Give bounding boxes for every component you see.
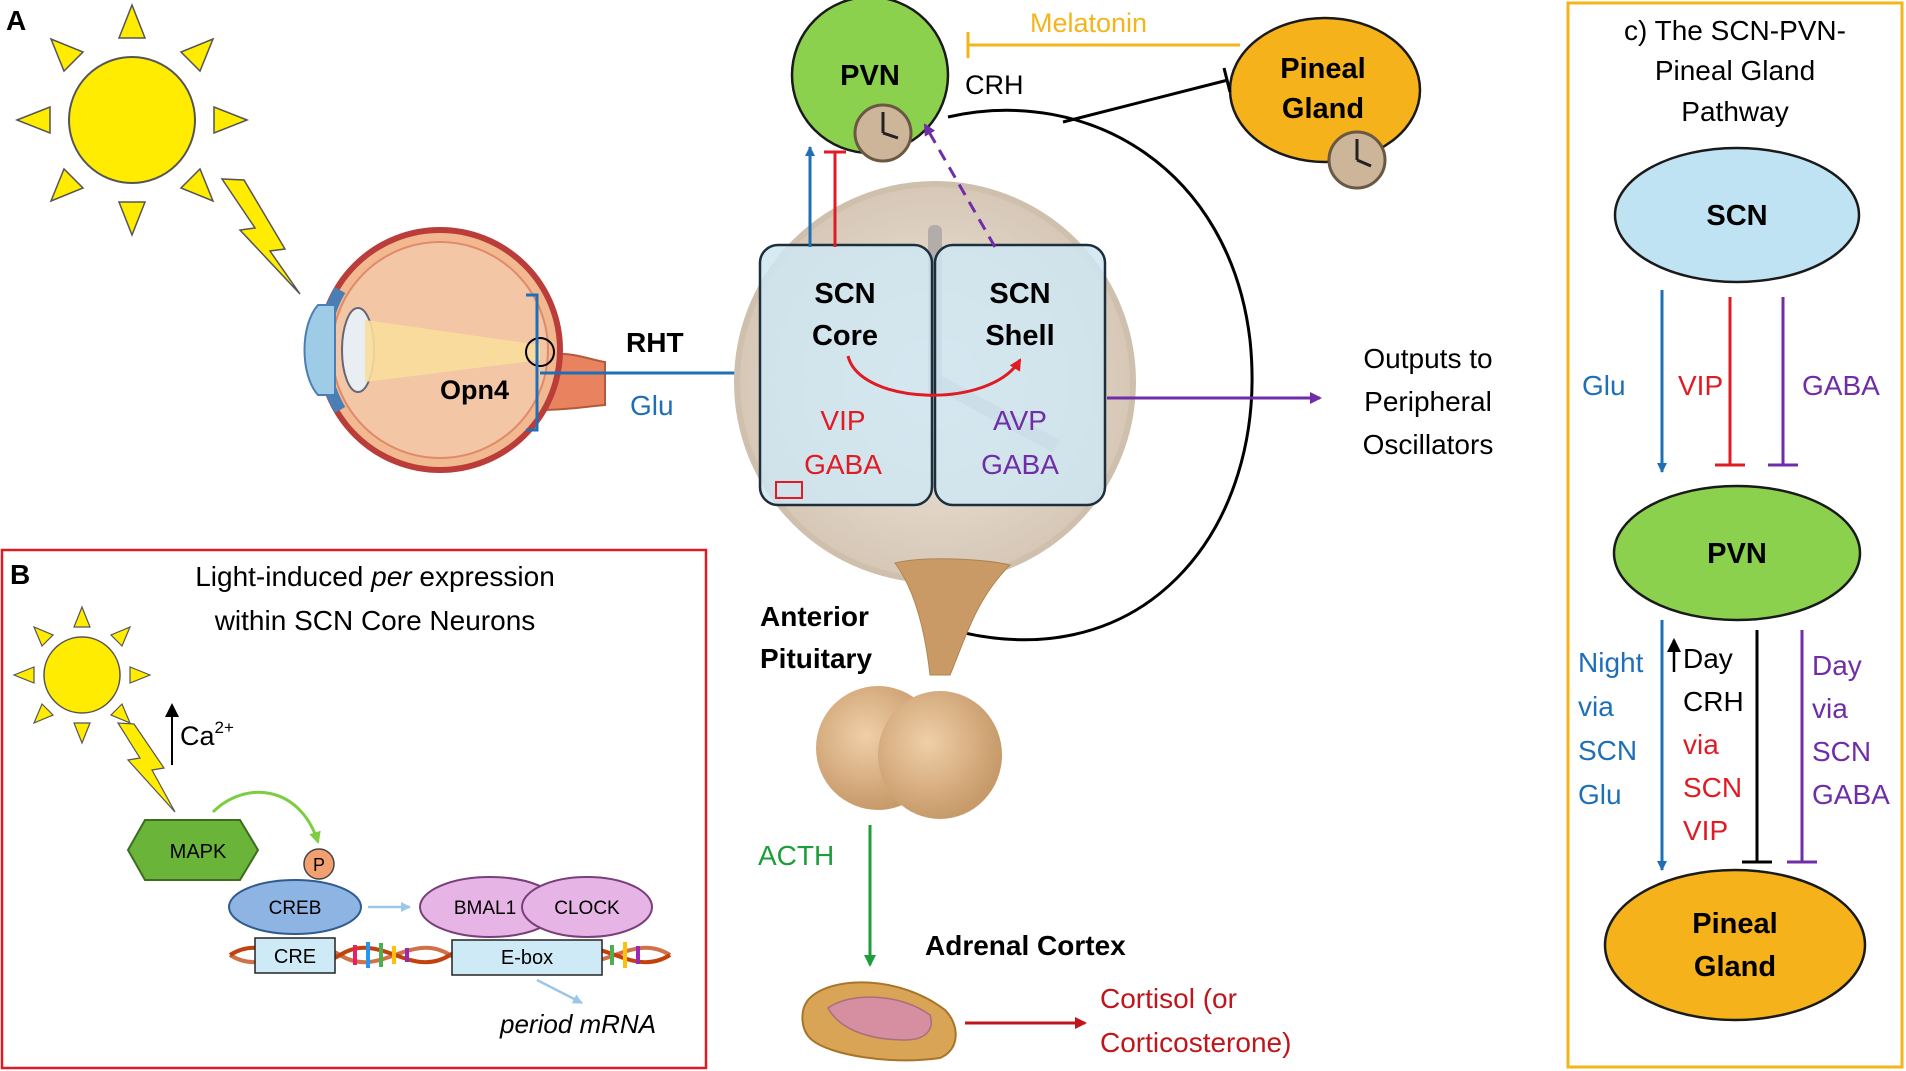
- scn-shell-avp: AVP: [993, 405, 1047, 436]
- adrenal-cortex-label: Adrenal Cortex: [925, 930, 1126, 961]
- pvn-to-pituitary-arrow: [933, 108, 1254, 642]
- scn-core-vip: VIP: [820, 405, 865, 436]
- cortisol-label-1: Cortisol (or: [1100, 983, 1237, 1014]
- panel-c-title-1: c) The SCN-PVN-: [1624, 15, 1846, 46]
- pineal-label-1: Pineal: [1280, 53, 1365, 85]
- panel-b-title-2: within SCN Core Neurons: [214, 605, 536, 636]
- phosphate-circle: [303, 848, 335, 880]
- c-glu-label: Glu: [1582, 370, 1626, 401]
- anterior-pituitary-label-1: Anterior: [760, 601, 869, 632]
- c-night-3: SCN: [1578, 735, 1637, 766]
- scn-shell-gaba: GABA: [981, 449, 1059, 480]
- scn-core-title-2: Core: [812, 320, 878, 352]
- pvn-label: PVN: [840, 60, 900, 92]
- opn4-label: Opn4: [440, 375, 509, 405]
- c-day-crh-2: CRH: [1683, 686, 1744, 717]
- creb-label: CREB: [269, 898, 322, 919]
- anterior-pituitary-label-2: Pituitary: [760, 643, 872, 674]
- cre-label: CRE: [274, 946, 316, 968]
- c-via-vip-3: VIP: [1683, 815, 1728, 846]
- adrenal-gland-icon: [801, 981, 957, 1062]
- pvn-clock-icon: [853, 103, 913, 163]
- scn-core-gaba: GABA: [804, 449, 882, 480]
- c-pvn-label: PVN: [1707, 538, 1767, 570]
- pineal-label-2: Gland: [1282, 93, 1364, 125]
- mapk-to-creb-arrow: [211, 790, 321, 844]
- small-lightning-icon: [116, 722, 176, 813]
- panel-c-title-2: Pineal Gland: [1655, 55, 1815, 86]
- melatonin-label: Melatonin: [1030, 8, 1147, 38]
- creb-protein: [228, 879, 362, 935]
- outputs-label-3: Oscillators: [1363, 429, 1494, 460]
- outputs-label-2: Peripheral: [1364, 386, 1492, 417]
- cortisol-label-2: Corticosterone): [1100, 1027, 1291, 1058]
- c-vip-label: VIP: [1678, 370, 1723, 401]
- c-day-gaba-1: Day: [1812, 650, 1862, 681]
- eye-icon: [303, 227, 606, 473]
- bmal1-label: BMAL1: [454, 898, 516, 919]
- ebox-box: [451, 939, 603, 976]
- pituitary-gland-icon: [816, 558, 1011, 819]
- scn-shell-to-pvn-dashed: [923, 123, 997, 248]
- panel-b-title-1: Light-induced per expression: [195, 561, 555, 592]
- pineal-clock-icon: [1327, 130, 1387, 190]
- c-scn-label: SCN: [1706, 200, 1767, 232]
- core-to-shell-arrow: [846, 355, 1022, 397]
- c-pvn-ellipse: [1612, 484, 1862, 622]
- c-via-vip-1: via: [1683, 729, 1719, 760]
- scn-shell-title-1: SCN: [989, 278, 1050, 310]
- scn-core-box: [758, 243, 934, 507]
- ebox-label: E-box: [501, 947, 553, 969]
- period-mrna-label: period mRNA: [499, 1009, 656, 1039]
- c-via-vip-2: SCN: [1683, 772, 1742, 803]
- c-day-gaba-2: via: [1812, 693, 1848, 724]
- scn-core-title-1: SCN: [814, 278, 875, 310]
- c-night-1: Night: [1578, 647, 1644, 678]
- panel-b-frame: [0, 548, 708, 1070]
- clock-protein: [521, 876, 653, 938]
- panel-c-frame: [1566, 1, 1904, 1069]
- crh-line: [1062, 78, 1229, 124]
- pineal-gland-ellipse: [1228, 16, 1422, 164]
- c-scn-ellipse: [1613, 146, 1861, 284]
- crh-label: CRH: [965, 70, 1024, 100]
- c-day-crh-1: Day: [1683, 643, 1733, 674]
- c-pineal-ellipse: [1603, 868, 1867, 1022]
- scn-shell-title-2: Shell: [985, 320, 1054, 352]
- c-night-4: Glu: [1578, 779, 1622, 810]
- ca-label: Ca2+: [180, 718, 234, 751]
- acth-label: ACTH: [758, 840, 834, 871]
- small-sun-icon: [12, 605, 152, 745]
- sun-icon: [14, 2, 250, 238]
- glu-label: Glu: [630, 390, 674, 421]
- clock-label: CLOCK: [554, 898, 620, 919]
- lightning-bolt-icon: [220, 178, 301, 295]
- panel-b-label: B: [10, 559, 30, 590]
- mapk-label: MAPK: [170, 841, 227, 863]
- phosphate-label: P: [313, 855, 325, 875]
- panel-a-label: A: [6, 5, 26, 36]
- c-day-gaba-4: GABA: [1812, 779, 1890, 810]
- c-night-2: via: [1578, 691, 1614, 722]
- c-pineal-label-1: Pineal: [1692, 908, 1777, 940]
- panel-c-title-3: Pathway: [1681, 96, 1788, 127]
- period-mrna-arrow: [536, 978, 583, 1005]
- c-pineal-label-2: Gland: [1694, 951, 1776, 983]
- mapk-hexagon: [126, 819, 260, 881]
- scn-core-marker: [775, 481, 803, 499]
- c-gaba-label: GABA: [1802, 370, 1880, 401]
- scn-shell-box: [933, 243, 1107, 507]
- c-day-gaba-3: SCN: [1812, 736, 1871, 767]
- rht-label: RHT: [626, 327, 684, 358]
- cre-box: [254, 937, 336, 974]
- outputs-label-1: Outputs to: [1363, 343, 1492, 374]
